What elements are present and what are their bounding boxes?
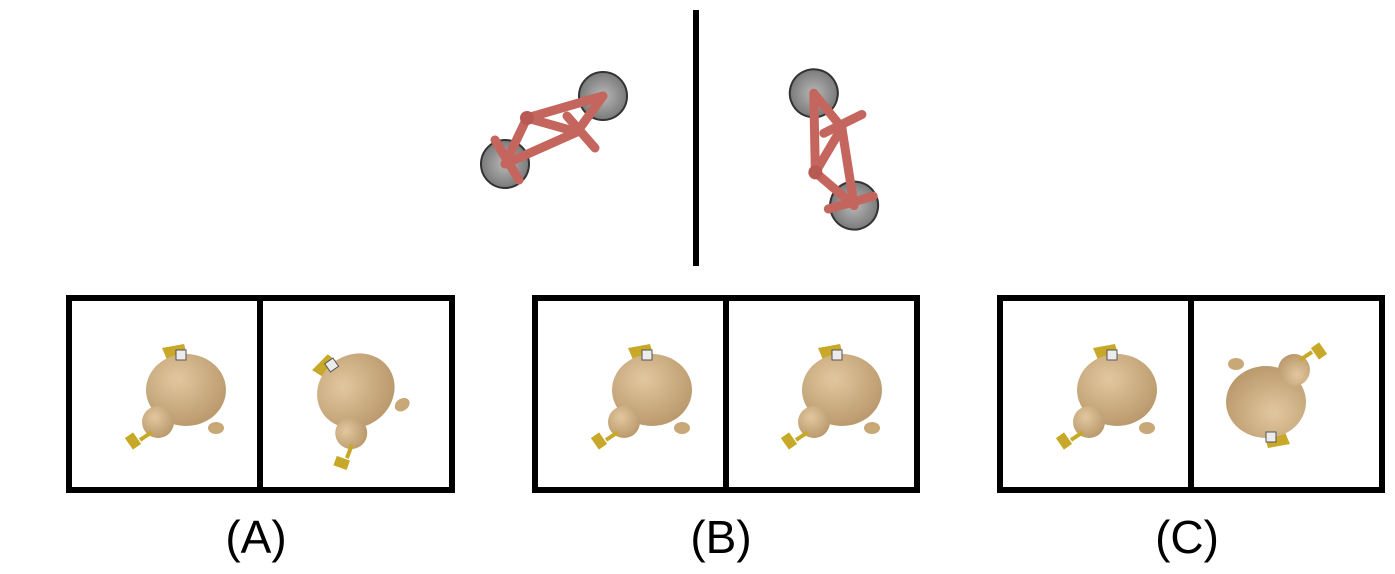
option-c-label: (C) bbox=[1155, 511, 1219, 563]
option-c-panel bbox=[997, 295, 1385, 493]
option-a-label: (A) bbox=[225, 511, 287, 563]
vertical-divider bbox=[693, 10, 699, 266]
reference-right-bicycle bbox=[759, 64, 909, 235]
reference-left-bicycle bbox=[481, 72, 627, 188]
option-b-label: (B) bbox=[690, 511, 752, 563]
option-a-panel bbox=[66, 295, 455, 493]
